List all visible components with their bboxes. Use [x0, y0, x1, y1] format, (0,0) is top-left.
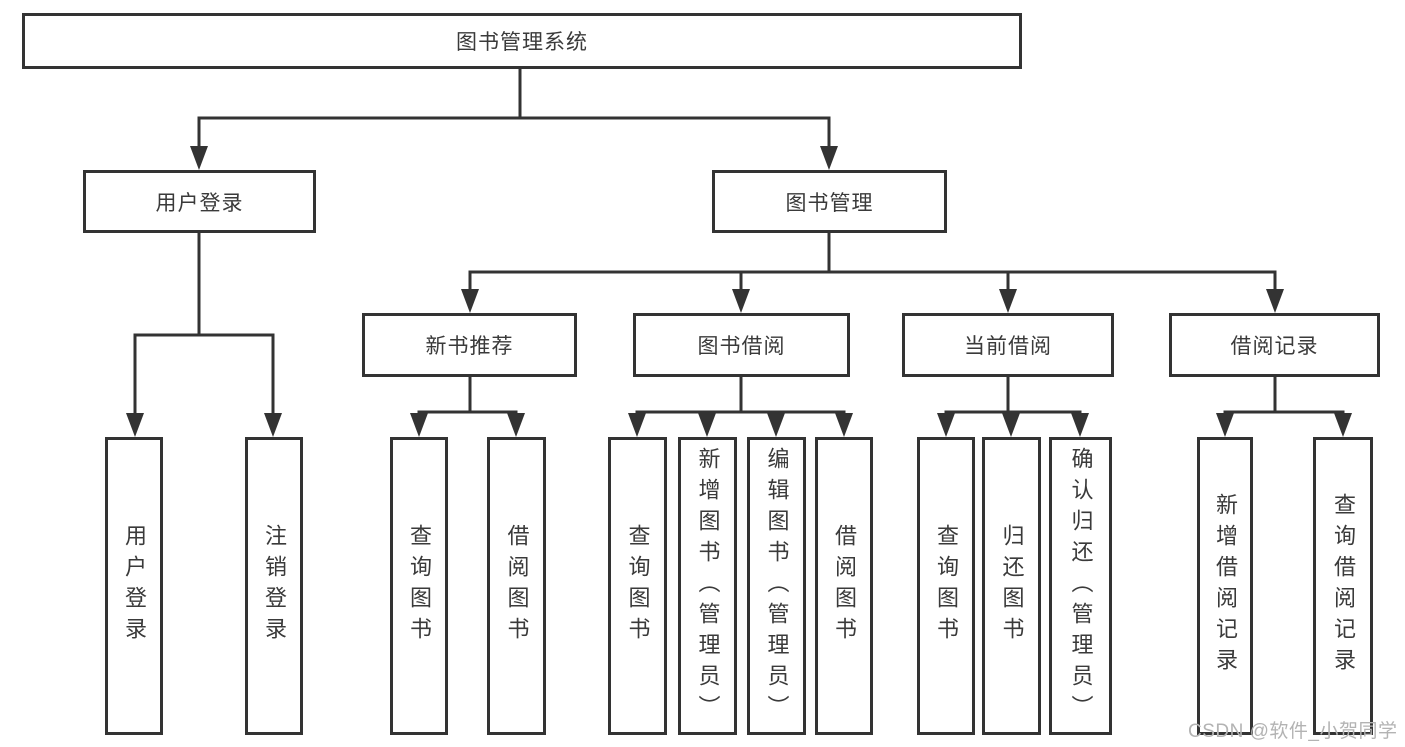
node-book-management: 图书管理 — [712, 170, 947, 233]
node-root-label: 图书管理系统 — [456, 31, 588, 54]
arrowhead-icon — [835, 413, 853, 437]
leaf-cu-query-book: 查询图书 — [917, 437, 975, 735]
leaf-bw-add-book-admin: 新增图书（管理员） — [678, 437, 737, 735]
arrowhead-icon — [628, 413, 646, 437]
leaf-rc-add-record-label: 新增借阅记录 — [1213, 493, 1238, 679]
arrowhead-icon — [698, 413, 716, 437]
leaf-bw-borrow-book-label: 借阅图书 — [832, 524, 857, 648]
leaf-cu-query-book-label: 查询图书 — [934, 524, 959, 648]
arrowhead-icon — [410, 413, 428, 437]
node-borrowing-records: 借阅记录 — [1169, 313, 1380, 377]
leaf-nb-borrow-book: 借阅图书 — [487, 437, 546, 735]
node-book-borrowing-label: 图书借阅 — [697, 335, 786, 358]
leaf-cu-return-book: 归还图书 — [982, 437, 1041, 735]
node-new-book-recommend-label: 新书推荐 — [425, 335, 514, 358]
leaf-rc-query-record: 查询借阅记录 — [1313, 437, 1373, 735]
leaf-user-login: 用户登录 — [105, 437, 163, 735]
arrowhead-icon — [126, 413, 144, 437]
leaf-cu-return-book-label: 归还图书 — [999, 524, 1025, 648]
leaf-cu-confirm-return-admin-label: 确认归还（管理员） — [1068, 446, 1094, 726]
node-current-borrowing-label: 当前借阅 — [964, 335, 1052, 358]
arrowhead-icon — [1266, 289, 1284, 313]
node-borrowing-records-label: 借阅记录 — [1230, 335, 1319, 358]
watermark: CSDN @软件_小贺同学 — [1188, 721, 1398, 742]
leaf-bw-edit-book-admin: 编辑图书（管理员） — [747, 437, 806, 735]
leaf-bw-query-book: 查询图书 — [608, 437, 667, 735]
arrowhead-icon — [999, 289, 1017, 313]
arrowhead-icon — [190, 146, 208, 170]
arrowhead-icon — [1071, 413, 1089, 437]
node-book-borrowing: 图书借阅 — [633, 313, 850, 377]
leaf-bw-query-book-label: 查询图书 — [625, 524, 651, 648]
node-root: 图书管理系统 — [22, 13, 1022, 69]
node-book-management-label: 图书管理 — [785, 191, 874, 215]
arrowhead-icon — [732, 289, 750, 313]
arrowhead-icon — [820, 146, 838, 170]
leaf-bw-edit-book-admin-label: 编辑图书（管理员） — [764, 446, 790, 726]
leaf-logout-label: 注销登录 — [262, 524, 287, 648]
node-current-borrowing: 当前借阅 — [902, 313, 1114, 377]
leaf-bw-borrow-book: 借阅图书 — [815, 437, 873, 735]
leaf-rc-query-record-label: 查询借阅记录 — [1331, 493, 1356, 679]
arrowhead-icon — [1002, 413, 1020, 437]
node-new-book-recommend: 新书推荐 — [362, 313, 577, 377]
arrowhead-icon — [1216, 413, 1234, 437]
arrowhead-icon — [461, 289, 479, 313]
arrowhead-icon — [507, 413, 525, 437]
leaf-user-login-label: 用户登录 — [122, 524, 147, 648]
node-user-login-label: 用户登录 — [155, 191, 244, 215]
leaf-rc-add-record: 新增借阅记录 — [1197, 437, 1253, 735]
leaf-nb-query-book-label: 查询图书 — [407, 524, 432, 648]
arrowhead-icon — [937, 413, 955, 437]
leaf-nb-query-book: 查询图书 — [390, 437, 448, 735]
leaf-cu-confirm-return-admin: 确认归还（管理员） — [1049, 437, 1112, 735]
leaf-nb-borrow-book-label: 借阅图书 — [504, 524, 530, 648]
leaf-logout: 注销登录 — [245, 437, 303, 735]
leaf-bw-add-book-admin-label: 新增图书（管理员） — [695, 446, 721, 726]
arrowhead-icon — [264, 413, 282, 437]
node-user-login: 用户登录 — [83, 170, 316, 233]
arrowhead-icon — [767, 413, 785, 437]
arrowhead-icon — [1334, 413, 1352, 437]
